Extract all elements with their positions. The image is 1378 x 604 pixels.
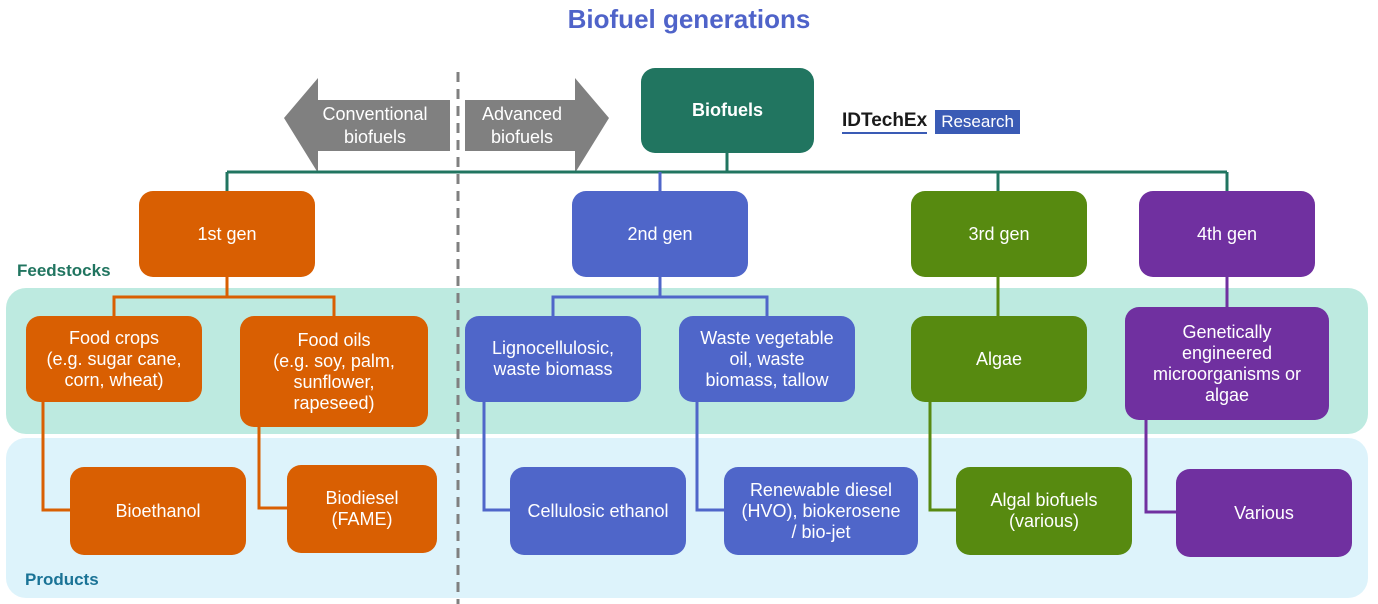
feedstock-food-crops: Food crops (e.g. sugar cane, corn, wheat… bbox=[26, 316, 202, 402]
third-gen-connectors bbox=[928, 277, 1000, 512]
conventional-arrow-shape bbox=[284, 78, 450, 173]
advanced-arrow-shape bbox=[465, 78, 609, 173]
gen-1-box: 1st gen bbox=[139, 191, 315, 277]
second-gen-connectors bbox=[482, 277, 769, 512]
gen-3-box: 3rd gen bbox=[911, 191, 1087, 277]
feedstock-lignocellulosic: Lignocellulosic, waste biomass bbox=[465, 316, 641, 402]
product-cellulosic-ethanol: Cellulosic ethanol bbox=[510, 467, 686, 555]
fourth-gen-connectors bbox=[1144, 277, 1229, 514]
feedstocks-label: Feedstocks bbox=[17, 261, 111, 280]
feedstock-food-oils: Food oils (e.g. soy, palm, sunflower, ra… bbox=[240, 316, 428, 427]
first-gen-connectors bbox=[41, 277, 336, 512]
feedstock-waste-oil: Waste vegetable oil, waste biomass, tall… bbox=[679, 316, 855, 402]
root-biofuels-box: Biofuels bbox=[641, 68, 814, 153]
product-algal-biofuels: Algal biofuels (various) bbox=[956, 467, 1132, 555]
gen-4-box: 4th gen bbox=[1139, 191, 1315, 277]
feedstock-gm-microorganisms: Genetically engineered microorganisms or… bbox=[1125, 307, 1329, 420]
product-bioethanol: Bioethanol bbox=[70, 467, 246, 555]
root-connectors bbox=[225, 153, 1229, 191]
products-label: Products bbox=[25, 570, 99, 589]
idtechex-logo: IDTechEx Research bbox=[842, 110, 1020, 134]
product-renewable-diesel: Renewable diesel (HVO), biokerosene / bi… bbox=[724, 467, 918, 555]
gen-2-box: 2nd gen bbox=[572, 191, 748, 277]
diagram-title: Biofuel generations bbox=[567, 4, 811, 34]
product-biodiesel: Biodiesel (FAME) bbox=[287, 465, 437, 553]
advanced-biofuels-arrow: Advanced biofuels bbox=[481, 104, 563, 147]
feedstock-algae: Algae bbox=[911, 316, 1087, 402]
logo-name: IDTechEx bbox=[842, 110, 928, 134]
logo-badge: Research bbox=[935, 110, 1020, 134]
conventional-biofuels-arrow: Conventional biofuels bbox=[322, 104, 428, 147]
product-various: Various bbox=[1176, 469, 1352, 557]
